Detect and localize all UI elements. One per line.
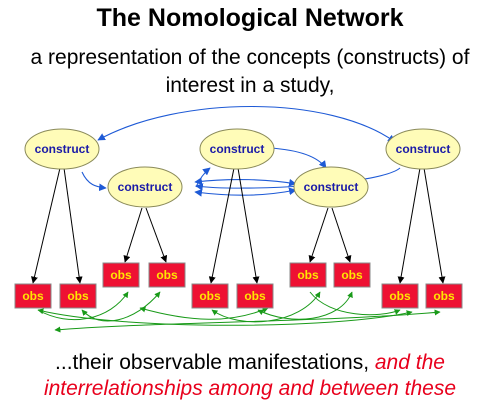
obs-box-2: obs [59, 283, 97, 309]
obs-box-8: obs [333, 262, 371, 288]
diagram-subtitle: a representation of the concepts (constr… [0, 44, 500, 100]
obs-label: obs [433, 289, 455, 303]
obs-link [54, 309, 441, 333]
obs-rect [425, 283, 463, 309]
construct-label: construct [118, 180, 173, 194]
obs-rect [236, 283, 274, 309]
obs-label: obs [244, 289, 266, 303]
observation-relationships [37, 291, 441, 333]
measure-arrow [31, 167, 61, 284]
construct-link-2-4 [194, 177, 297, 187]
obs-label: obs [199, 289, 221, 303]
construct-link-2-3 [195, 167, 211, 188]
construct-ellipse [24, 128, 100, 170]
obs-rect [381, 283, 419, 309]
obs-rect [333, 262, 371, 288]
diagram-title: The Nomological Network [96, 4, 404, 32]
obs-label: obs [389, 289, 411, 303]
measure-arrow [331, 207, 352, 263]
measure-arrow [397, 167, 421, 284]
construct-label: construct [396, 142, 451, 156]
construct-node-5: construct [385, 128, 461, 170]
obs-box-7: obs [289, 262, 327, 288]
caption-plain: ...their observable manifestations, [55, 351, 370, 374]
obs-link [37, 291, 129, 321]
obs-box-9: obs [381, 283, 419, 309]
obs-box-6: obs [236, 283, 274, 309]
construct-link-3-4 [269, 147, 327, 169]
obs-label: obs [156, 268, 178, 282]
obs-rect [59, 283, 97, 309]
subtitle-line-1: a representation of the concepts (constr… [30, 46, 470, 69]
construct-ellipse [107, 166, 183, 208]
obs-box-4: obs [148, 262, 186, 288]
diagram-caption: ...their observable manifestations, and … [0, 350, 500, 402]
obs-link [257, 291, 353, 320]
measure-arrow [423, 167, 446, 284]
obs-label: obs [341, 268, 363, 282]
caption-emphasis-2: interrelationships among and between the… [43, 377, 457, 400]
measure-arrow [123, 207, 143, 263]
measure-arrow [308, 207, 329, 263]
obs-rect [191, 283, 229, 309]
obs-box-10: obs [425, 283, 463, 309]
construct-node-4: construct [293, 166, 369, 208]
obs-link [139, 306, 269, 320]
construct-link-2-4-lower [194, 187, 297, 197]
obs-label: obs [297, 268, 319, 282]
obs-box-1: obs [14, 283, 52, 309]
construct-node-1: construct [24, 128, 100, 170]
obs-label: obs [67, 289, 89, 303]
obs-label: obs [110, 268, 132, 282]
construct-node-2: construct [107, 166, 183, 208]
obs-box-3: obs [102, 262, 140, 288]
construct-label: construct [210, 142, 265, 156]
measure-arrow [237, 167, 260, 284]
measurement-arrows [31, 167, 446, 284]
construct-ellipse [293, 166, 369, 208]
obs-link [81, 291, 161, 322]
construct-link-1-5 [97, 105, 396, 143]
caption-emphasis-1: and the [374, 351, 445, 374]
construct-node-3: construct [199, 128, 275, 170]
measure-arrow [145, 207, 168, 263]
obs-rect [102, 262, 140, 288]
construct-link-1-2 [81, 171, 107, 192]
caption-line-1: ...their observable manifestations, and … [0, 350, 500, 376]
construct-label: construct [304, 180, 359, 194]
obs-label: obs [22, 289, 44, 303]
obs-box-5: obs [191, 283, 229, 309]
construct-label: construct [35, 142, 90, 156]
subtitle-line-2: interest in a study, [165, 74, 335, 97]
obs-link [309, 291, 401, 316]
construct-ellipse [385, 128, 461, 170]
obs-rect [289, 262, 327, 288]
measure-arrow [63, 167, 83, 284]
construct-ellipse [199, 128, 275, 170]
measure-arrow [208, 167, 235, 284]
obs-rect [14, 283, 52, 309]
obs-rect [148, 262, 186, 288]
